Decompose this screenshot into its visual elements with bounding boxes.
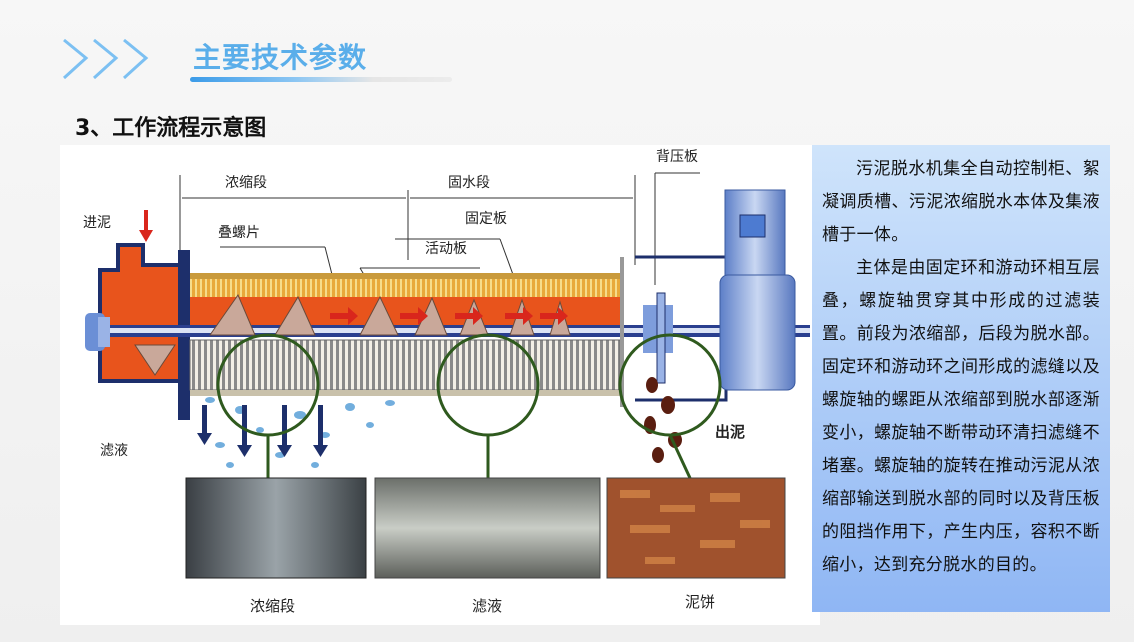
workflow-diagram: 进泥 浓缩段 固水段 叠螺片 固定板 活动板 背压板 滤液 出泥 浓缩段 滤液 …: [60, 145, 820, 625]
title-underline: [190, 77, 452, 82]
label-inlet: 进泥: [83, 215, 111, 231]
label-back-pressure-plate: 背压板: [656, 149, 698, 165]
inlet-arrow-icon: [139, 230, 153, 242]
label-filtrate: 滤液: [100, 443, 128, 459]
screw-blades: [134, 293, 571, 376]
description-paragraph: 污泥脱水机集全自动控制柜、絮凝调质槽、污泥浓缩脱水本体及集液槽于一体。: [822, 159, 1100, 245]
flow-arrows: [330, 307, 568, 325]
filtrate-drops: [205, 397, 395, 468]
inlet-hopper: [98, 243, 182, 383]
filtrate-photo: [374, 477, 601, 579]
section-title: 3、工作流程示意图: [75, 116, 267, 141]
thickening-photo: [185, 477, 367, 579]
label-moving-plate: 活动板: [425, 241, 467, 257]
triple-chevron-right-icon: [62, 38, 149, 80]
caption-thickening: 浓缩段: [250, 597, 295, 615]
label-thickening: 浓缩段: [225, 175, 267, 191]
caption-sludge-cake: 泥饼: [685, 593, 715, 611]
label-sludge-out: 出泥: [715, 423, 745, 441]
description-paragraph: 主体是由固定环和游动环相互层叠，螺旋轴贯穿其中形成的过滤装置。前段为浓缩部，后段…: [822, 258, 1100, 575]
label-fixed-plate: 固定板: [465, 211, 507, 227]
label-dewatering: 固水段: [448, 175, 490, 191]
page-title: 主要技术参数: [193, 41, 368, 74]
label-stacked-screw: 叠螺片: [218, 225, 260, 241]
dimension-lines: [179, 172, 700, 299]
caption-filtrate: 滤液: [472, 597, 502, 615]
description-panel: 污泥脱水机集全自动控制柜、絮凝调质槽、污泥浓缩脱水本体及集液槽于一体。 主体是由…: [812, 145, 1110, 612]
